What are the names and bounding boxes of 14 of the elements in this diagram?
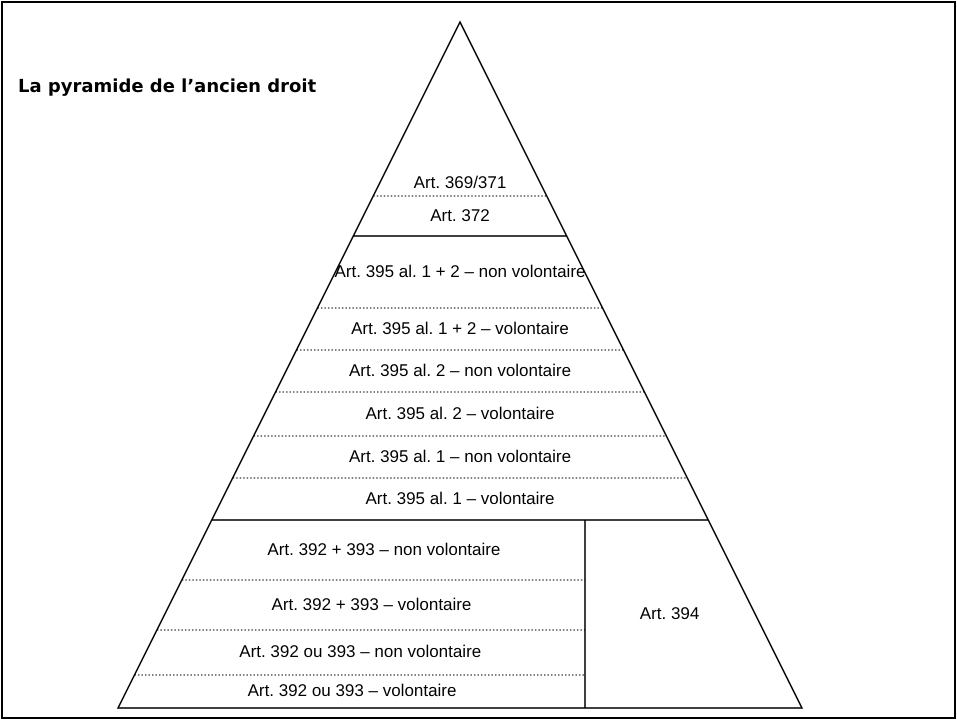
band-text: Art. 392 + 393 – non volontaire <box>267 540 500 560</box>
band-text: Art. 369/371 <box>414 172 506 194</box>
band-text: Art. 394 <box>640 604 700 624</box>
band-text: Art. 395 al. 2 – non volontaire <box>348 360 572 382</box>
band-text: Art. 395 al. 1 + 2 – non volontaire <box>334 262 586 282</box>
band-text: Art. 395 al. 2 – volontaire <box>365 404 554 424</box>
band-text: Art. 395 al. 1 – non volontaire <box>348 446 572 468</box>
band-text: Art. 372 <box>430 206 490 226</box>
band-text: Art. 392 + 393 – volontaire <box>272 594 472 616</box>
band-text: Art. 395 al. 1 + 2 – volontaire <box>351 318 569 340</box>
band-text: Art. 395 al. 1 – volontaire <box>365 488 554 510</box>
band-text: Art. 392 ou 393 – non volontaire <box>239 642 482 663</box>
band-text: Art. 392 ou 393 – volontaire <box>248 681 456 702</box>
diagram-title: La pyramide de l’ancien droit <box>18 76 316 97</box>
